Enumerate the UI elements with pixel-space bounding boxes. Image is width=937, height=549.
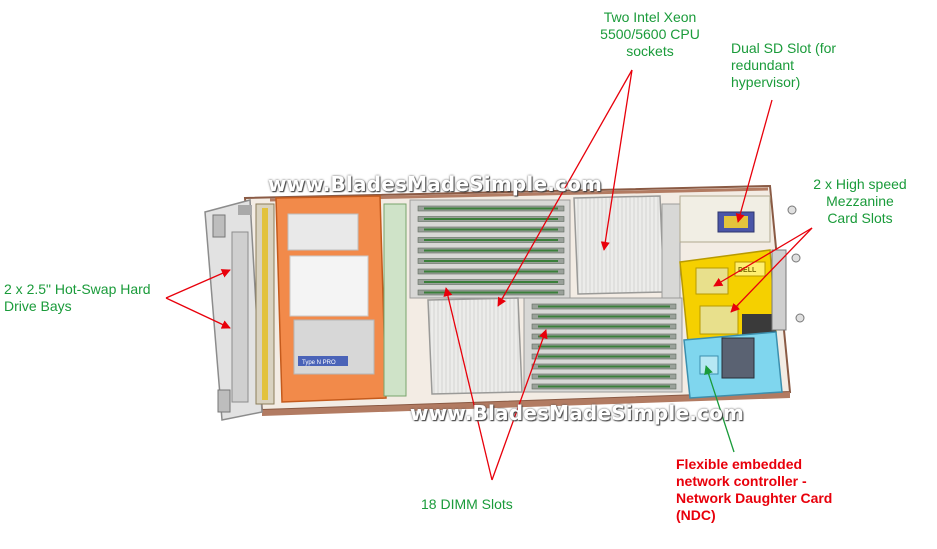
dimm-slot-contacts [538,326,670,328]
dimm-slot-contacts [424,250,558,252]
pcb-strip [384,204,406,396]
label-drive-bays: 2 x 2.5" Hot-Swap Hard Drive Bays [4,281,194,315]
label-mezzanine: 2 x High speed Mezzanine Card Slots [790,176,930,227]
cpu-heatsink-1 [574,196,664,294]
dimm-slot-contacts [424,260,558,262]
dimm-slot-contacts [424,208,558,210]
sticker-text: Type N PRO [302,360,336,366]
dimm-bank-2 [662,204,680,300]
dimm-slot-contacts [538,366,670,368]
watermark-top: www.BladesMadeSimple.com [268,172,602,196]
watermark-bottom: www.BladesMadeSimple.com [410,401,744,425]
mezzanine-cards: DELL [680,250,776,342]
drive-backplane-cover: Type N PRO [276,196,386,402]
dimm-slot-contacts [538,306,670,308]
label-sd-slot: Dual SD Slot (for redundant hypervisor) [731,40,881,91]
dimm-slots-1 [418,206,564,295]
dimm-slot-contacts [538,356,670,358]
cpu-heatsink-2 [428,298,522,394]
sd-slot-area [680,196,770,242]
label-dimm-slots: 18 DIMM Slots [421,496,541,513]
dimm-slot-contacts [424,229,558,231]
hard-drive-bays [256,204,274,404]
dimm-slot-contacts [424,271,558,273]
dimm-slot-contacts [424,218,558,220]
dimm-slot-contacts [538,346,670,348]
dimm-slot-contacts [424,239,558,241]
dimm-slot-contacts [538,386,670,388]
label-ndc: Flexible embedded network controller - N… [676,456,876,524]
label-cpu-sockets: Two Intel Xeon 5500/5600 CPU sockets [580,9,720,60]
dimm-slot-contacts [424,292,558,294]
network-daughter-card [684,332,782,398]
dimm-slot-contacts [538,376,670,378]
dimm-slots-3 [532,304,676,389]
dimm-slot-contacts [538,316,670,318]
dimm-slot-contacts [538,336,670,338]
dimm-slot-contacts [424,281,558,283]
